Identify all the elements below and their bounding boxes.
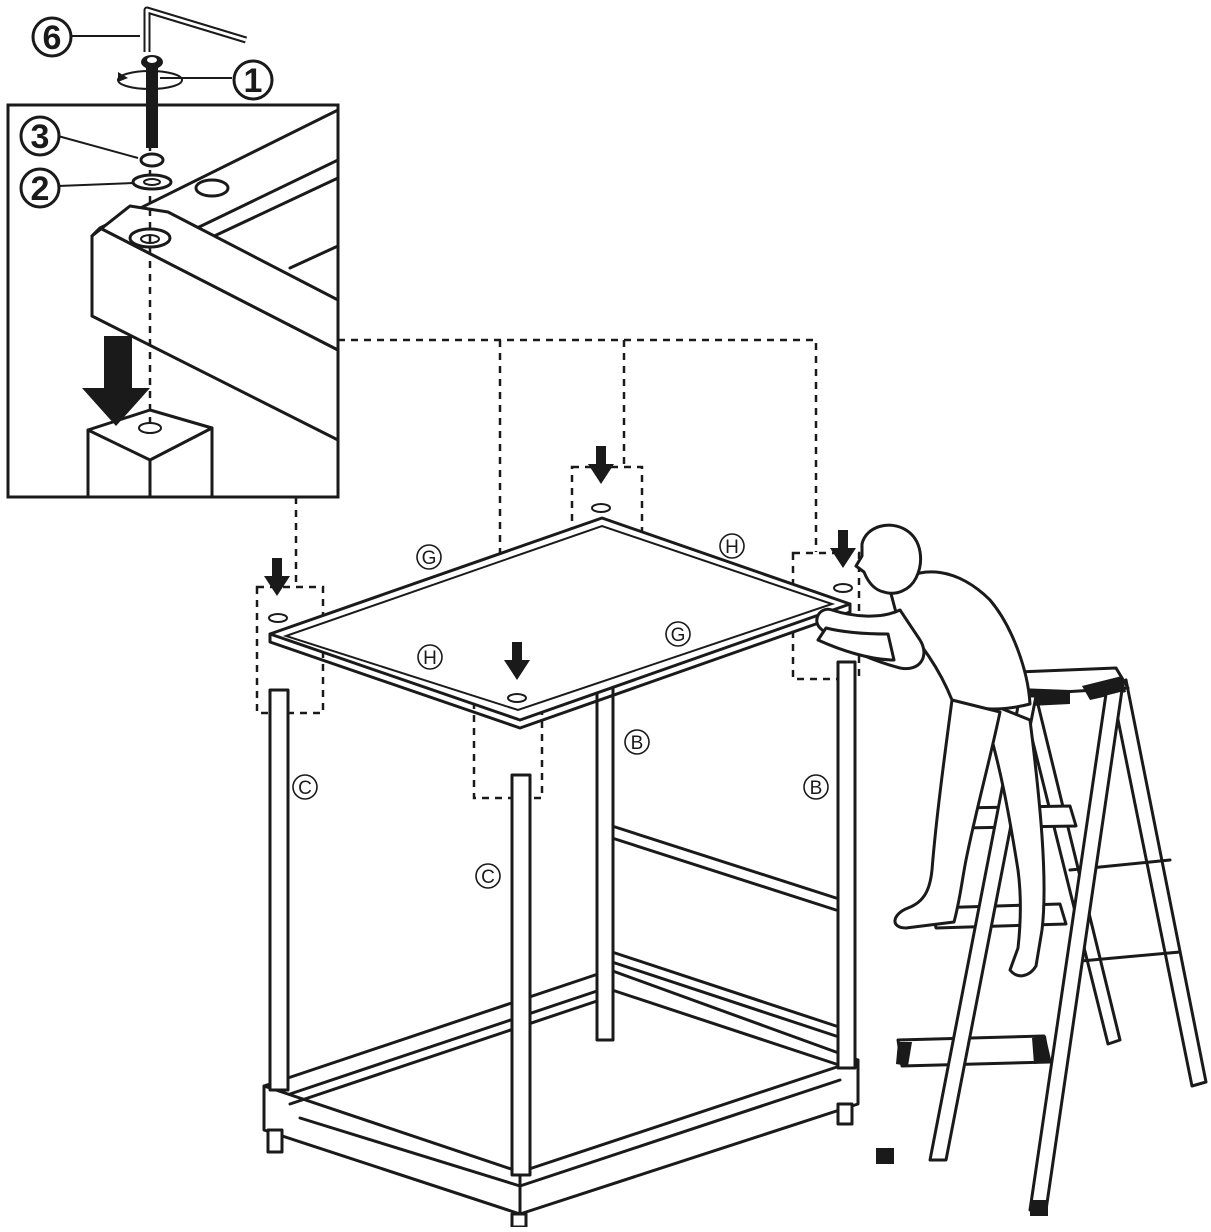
svg-text:G: G	[422, 548, 437, 569]
svg-text:B: B	[631, 733, 644, 754]
bed-frame	[262, 446, 860, 1229]
svg-text:H: H	[423, 648, 437, 669]
svg-text:C: C	[481, 867, 495, 888]
frame-inner-rail-lower	[288, 244, 340, 270]
down-arrow-icon-left	[264, 558, 290, 596]
svg-text:C: C	[298, 778, 312, 799]
part-label-g-front: G	[665, 621, 691, 647]
down-arrow-icon-front	[504, 642, 530, 680]
person-torso	[888, 570, 1032, 711]
part-label-g-back: G	[416, 544, 442, 570]
detail-inset	[6, 6, 340, 499]
flat-washer-icon	[131, 173, 173, 191]
svg-text:6: 6	[43, 19, 62, 57]
ladder-step-4	[896, 1034, 1052, 1068]
person-leg-front	[893, 698, 1002, 930]
part-labels: G H H G B B C C	[292, 533, 829, 889]
post-b-right	[836, 660, 857, 1070]
part-label-c-front: C	[475, 863, 501, 889]
part-label-b-right: B	[803, 774, 829, 800]
bolt-icon	[146, 64, 158, 148]
person-leg-back	[978, 698, 1046, 978]
callout-3: 3	[19, 115, 61, 157]
svg-text:G: G	[671, 625, 686, 646]
callouts: 6 1 3 2	[19, 16, 274, 209]
part-label-c-left: C	[292, 774, 318, 800]
detail-box-left	[255, 585, 325, 715]
base-right-face	[518, 1058, 860, 1216]
post-c-front	[510, 773, 532, 1177]
detail-box-front	[472, 670, 544, 800]
callout-1: 1	[232, 59, 274, 101]
callout-6: 6	[31, 16, 73, 58]
frame-inner-rail	[208, 176, 340, 240]
part-label-h-right: H	[719, 533, 745, 559]
svg-text:1: 1	[244, 62, 263, 100]
post-c-left	[268, 688, 290, 1092]
lock-washer-icon	[139, 152, 165, 168]
person-figure	[815, 523, 1046, 978]
person-head	[854, 523, 923, 595]
part-label-b-back: B	[624, 729, 650, 755]
down-arrow-icon-right	[830, 530, 856, 568]
frame-hole	[194, 178, 230, 198]
svg-text:3: 3	[31, 118, 50, 156]
svg-text:B: B	[810, 778, 823, 799]
base-left-face	[262, 1084, 522, 1216]
down-arrow-icon	[82, 336, 150, 426]
svg-text:H: H	[725, 537, 739, 558]
headboard-rail	[610, 824, 838, 900]
down-arrow-icon-back	[588, 446, 614, 484]
callout-2: 2	[19, 167, 61, 209]
detail-box-right	[791, 551, 861, 681]
allen-key-icon	[143, 6, 248, 52]
svg-text:2: 2	[31, 170, 50, 208]
part-label-h-front: H	[417, 644, 443, 670]
